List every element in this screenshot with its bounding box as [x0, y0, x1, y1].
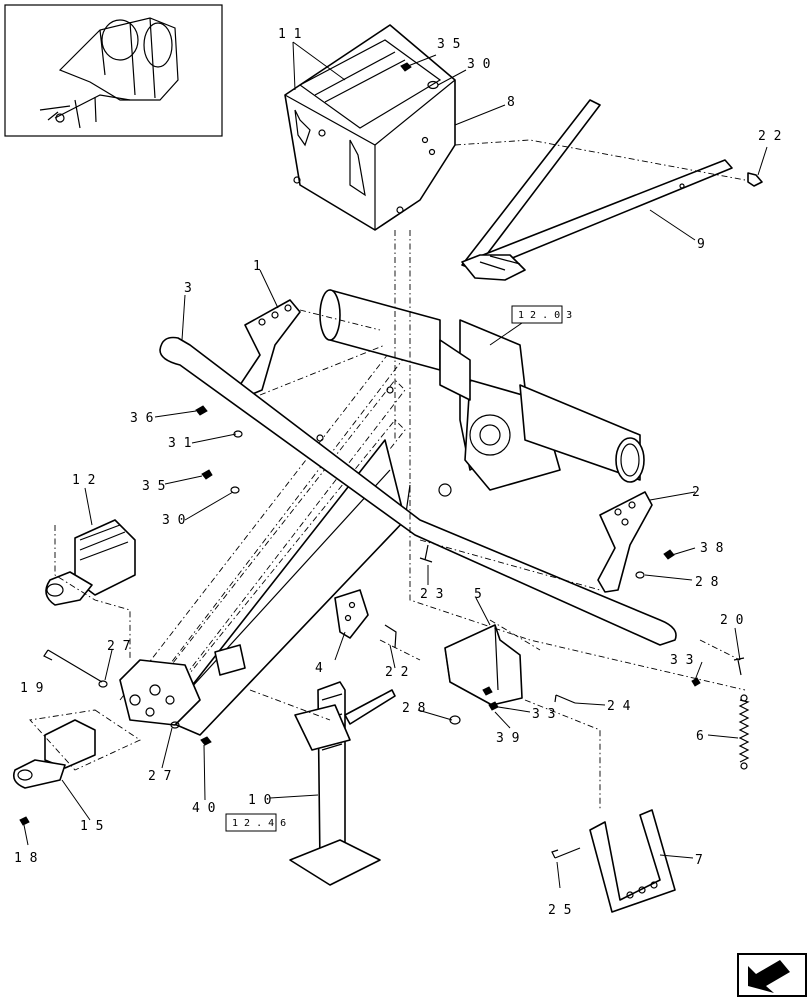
callout-35b: 3 5	[142, 479, 165, 494]
callout-28a: 2 8	[695, 575, 718, 590]
bracket-2-part	[597, 491, 653, 593]
bracket-5-part	[444, 624, 523, 706]
callout-40: 4 0	[192, 801, 215, 816]
step-7-part	[589, 809, 676, 913]
axle-assembly	[319, 289, 645, 497]
callout-4: 4	[315, 661, 323, 676]
callout-10: 1 0	[248, 793, 271, 808]
callout-30a: 3 0	[467, 57, 490, 72]
leaders	[23, 41, 768, 889]
callout-30b: 3 0	[162, 513, 185, 528]
callout-8: 8	[507, 95, 515, 110]
tube-bar-part	[159, 336, 677, 646]
callout-7: 7	[695, 853, 703, 868]
callout-24: 2 4	[607, 699, 631, 714]
callout-39: 3 9	[496, 731, 519, 746]
bracket-4-part	[214, 589, 369, 676]
callout-18: 1 8	[14, 851, 37, 866]
machine-overview-icon	[4, 4, 223, 137]
callout-31: 3 1	[168, 436, 191, 451]
callout-22b: 2 2	[385, 665, 408, 680]
callout-27b: 2 7	[148, 769, 171, 784]
reference-box-1246[interactable]: 1 2 . 4 6	[225, 813, 286, 832]
bracket-1-part	[239, 299, 301, 396]
jack-stand-part	[289, 681, 396, 886]
callout-6: 6	[696, 729, 704, 744]
callout-33a: 3 3	[670, 653, 693, 668]
callouts: 1 1 3 5 3 0 8 2 2 9 1 3 3 6 3 1 1 2 3 5 …	[14, 27, 781, 918]
callout-36: 3 6	[130, 411, 153, 426]
callout-23: 2 3	[420, 587, 443, 602]
callout-35a: 3 5	[437, 37, 460, 52]
callout-25: 2 5	[548, 903, 571, 918]
callout-38: 3 8	[700, 541, 723, 556]
callout-5: 5	[474, 587, 482, 602]
clevis-hitch-part	[45, 519, 136, 606]
callout-12: 1 2	[72, 473, 95, 488]
callout-15: 1 5	[80, 819, 103, 834]
callout-1: 1	[253, 259, 261, 274]
callout-9: 9	[697, 237, 705, 252]
svg-text:1 2 . 4 6: 1 2 . 4 6	[232, 818, 286, 829]
callout-3: 3	[184, 281, 192, 296]
handle-rail-part	[461, 99, 733, 281]
callout-19: 1 9	[20, 681, 43, 696]
callout-2: 2	[692, 485, 700, 500]
hitch-15-part	[12, 719, 96, 789]
callout-11: 1 1	[278, 27, 301, 42]
reference-box-1203[interactable]: 1 2 . 0 3	[511, 305, 572, 324]
next-page-arrow-icon[interactable]	[737, 953, 807, 997]
hardware	[19, 62, 763, 859]
step-bracket-part	[284, 24, 456, 231]
callout-22a: 2 2	[758, 129, 781, 144]
callout-20: 2 0	[720, 613, 743, 628]
callout-28b: 2 8	[402, 701, 425, 716]
svg-text:1 2 . 0 3: 1 2 . 0 3	[518, 310, 572, 321]
alignment-lines	[29, 139, 746, 810]
spring-6-part	[738, 694, 750, 770]
callout-27a: 2 7	[107, 639, 130, 654]
callout-33b: 3 3	[532, 707, 555, 722]
